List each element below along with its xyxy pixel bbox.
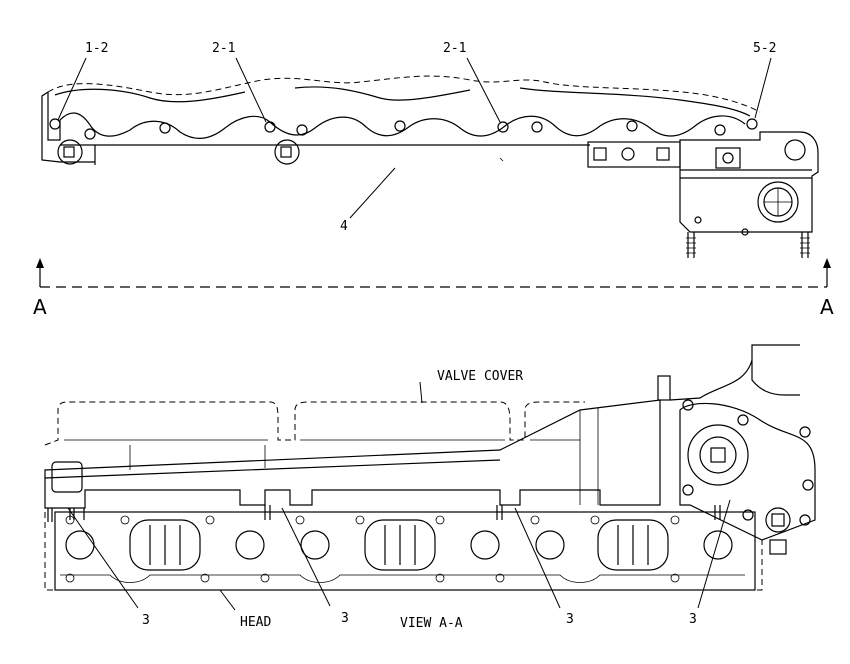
- callout-2-1-right: 2-1: [443, 41, 466, 56]
- housing-bolt: [802, 479, 814, 491]
- bolt: [159, 122, 171, 134]
- callout-3-a: 3: [142, 613, 150, 628]
- bolt-1-2: [49, 118, 61, 130]
- head-ports: [54, 511, 756, 591]
- bolt-2-1-right: [497, 121, 509, 133]
- section-letter-left: A: [33, 295, 47, 319]
- bracket-nut: [593, 147, 607, 161]
- mid-boss: [274, 139, 300, 165]
- bolt: [714, 124, 726, 136]
- housing-block-hole: [722, 152, 734, 164]
- housing-outlet: [765, 507, 791, 533]
- view-a-a: [44, 344, 816, 591]
- left-boss: [57, 139, 83, 165]
- callout-2-1-left: 2-1: [212, 41, 235, 56]
- housing-boss: [784, 139, 806, 161]
- callout-4: 4: [340, 219, 348, 234]
- arrowhead-left: [36, 258, 44, 268]
- housing-bolt: [799, 426, 811, 438]
- top-callout-leaders: [57, 57, 772, 219]
- head-bolt-holes: [65, 515, 680, 583]
- bracket-hole: [621, 147, 635, 161]
- label-head: HEAD: [240, 615, 271, 630]
- left-boss-hex: [63, 146, 75, 158]
- bracket-nut: [656, 147, 670, 161]
- manifold-top-outline: [47, 75, 761, 113]
- top-view-manifold: [41, 75, 819, 258]
- valve-cover-outline: [44, 401, 585, 446]
- housing-tab: [769, 539, 787, 555]
- label-view-a-a: VIEW A-A: [400, 616, 463, 631]
- runner-end-cap: [51, 461, 83, 493]
- bolt: [296, 124, 308, 136]
- housing-bolt: [694, 216, 702, 224]
- mid-boss-hex: [280, 146, 292, 158]
- housing-plug: [710, 447, 726, 463]
- stud-right: [800, 232, 810, 258]
- callout-3-c: 3: [566, 612, 574, 627]
- section-line-a-a: [36, 258, 831, 288]
- label-valve-cover: VALVE COVER: [437, 369, 523, 384]
- manifold-body-upper: [54, 86, 751, 117]
- housing-circle-inner: [699, 436, 737, 474]
- housing-port: [757, 181, 799, 223]
- manifold-flange: [47, 92, 746, 141]
- tick-mark: [499, 157, 504, 162]
- section-letter-right: A: [820, 295, 834, 319]
- bolt: [394, 120, 406, 132]
- housing-outline: [679, 131, 819, 233]
- sensor: [657, 375, 671, 401]
- cylinder-head-outline: [44, 512, 763, 591]
- callout-3-b: 3: [341, 611, 349, 626]
- manifold-left-end: [41, 91, 95, 163]
- housing-bolt: [742, 509, 754, 521]
- bolt-2-1-left: [264, 121, 276, 133]
- housing-bolt: [682, 484, 694, 496]
- manifold-runner: [44, 399, 661, 509]
- runner-studs: [47, 505, 721, 522]
- housing-bolt: [737, 414, 749, 426]
- runner-line: [44, 459, 501, 479]
- housing-block: [715, 147, 741, 169]
- housing-bolt: [741, 228, 749, 236]
- bolt: [84, 128, 96, 140]
- bottom-callout-leaders: [67, 381, 731, 611]
- thermostat-housing: [669, 344, 816, 541]
- housing-outlet-hex: [771, 513, 785, 527]
- housing-circle: [687, 424, 749, 486]
- housing-bolt: [799, 514, 811, 526]
- bolt: [531, 121, 543, 133]
- stud-left: [686, 232, 696, 258]
- callout-5-2: 5-2: [753, 41, 776, 56]
- arrowhead-right: [823, 258, 831, 268]
- bolt: [626, 120, 638, 132]
- housing-bolt: [682, 399, 694, 411]
- callout-1-2: 1-2: [85, 41, 108, 56]
- bolt-5-2: [746, 118, 758, 130]
- callout-3-d: 3: [689, 612, 697, 627]
